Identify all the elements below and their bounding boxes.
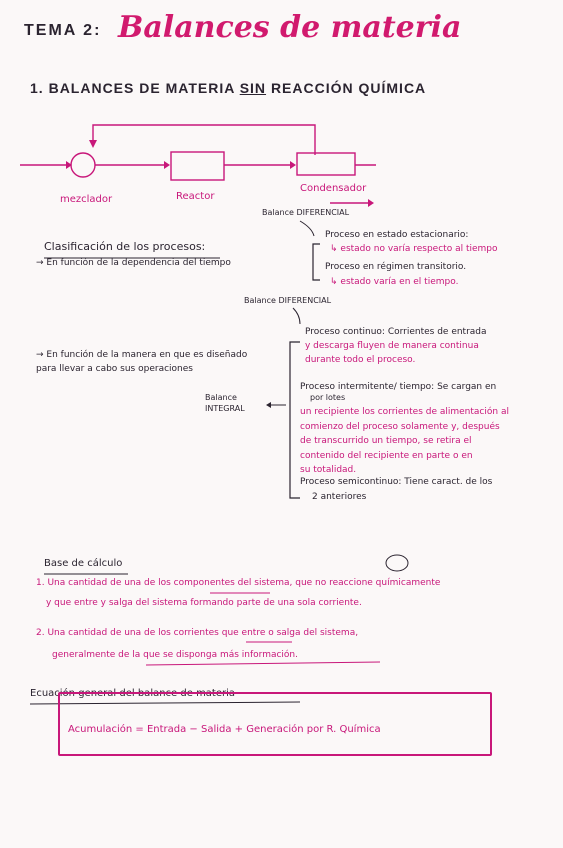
recycle-line	[92, 124, 316, 155]
base-item-1b: y que entre y salga del sistema formando…	[46, 598, 362, 608]
continuo-block: Proceso continuo: Corrientes de entrada …	[305, 327, 487, 365]
intermitente-block: Proceso intermitente/ tiempo: Se cargan …	[300, 382, 509, 475]
mezclador-label: mezclador	[60, 194, 113, 205]
condenser-box	[296, 152, 356, 176]
reactor-box	[170, 151, 225, 181]
ecuacion-box	[58, 692, 492, 756]
base-item-2a: 2. Una cantidad de una de los corrientes…	[36, 628, 359, 638]
mixer-circle	[70, 152, 96, 178]
section-1-heading: 1. BALANCES DE MATERIA SIN REACCIÓN QUÍM…	[30, 80, 426, 96]
section-pre: BALANCES DE MATERIA	[48, 80, 235, 96]
balance-integral: Balance INTEGRAL	[205, 393, 245, 413]
transitorio: Proceso en régimen transitorio.	[325, 262, 467, 272]
base-item-1a: 1. Una cantidad de una de los componente…	[36, 578, 441, 588]
base-item-2b: generalmente de la que se disponga más i…	[52, 650, 299, 660]
section-number: 1.	[30, 80, 44, 96]
bracket-tiempo	[312, 243, 320, 281]
reactor-label: Reactor	[176, 191, 215, 202]
transitorio-desc: ↳ estado varía en el tiempo.	[330, 277, 459, 287]
condensador-label: Condensador	[300, 183, 367, 194]
estacionario: Proceso en estado estacionario:	[325, 230, 469, 240]
base-heading: Base de cálculo	[44, 558, 123, 569]
balance-dif-1: Balance DIFERENCIAL	[262, 208, 350, 217]
section-post: REACCIÓN QUÍMICA	[270, 80, 427, 96]
no-circle	[385, 554, 409, 572]
clasificacion-heading: Clasificación de los procesos:	[44, 240, 206, 253]
estacionario-desc: ↳ estado no varía respecto al tiempo	[330, 244, 498, 254]
manera-label: → En función de la manera en que es dise…	[36, 350, 248, 374]
section-sin: SIN	[239, 80, 267, 96]
balance-dif-2: Balance DIFERENCIAL	[244, 296, 332, 305]
recycle-arrowhead	[89, 140, 97, 148]
semicontinuo-block: Proceso semicontinuo: Tiene caract. de l…	[300, 477, 493, 502]
bracket-manera	[289, 341, 300, 499]
page-title: Balances de materia	[118, 10, 462, 45]
tema-label: TEMA 2:	[24, 22, 102, 39]
tiempo-label: → En función de la dependencia del tiemp…	[36, 258, 231, 268]
ecuacion-formula: Acumulación = Entrada − Salida + Generac…	[68, 724, 381, 735]
